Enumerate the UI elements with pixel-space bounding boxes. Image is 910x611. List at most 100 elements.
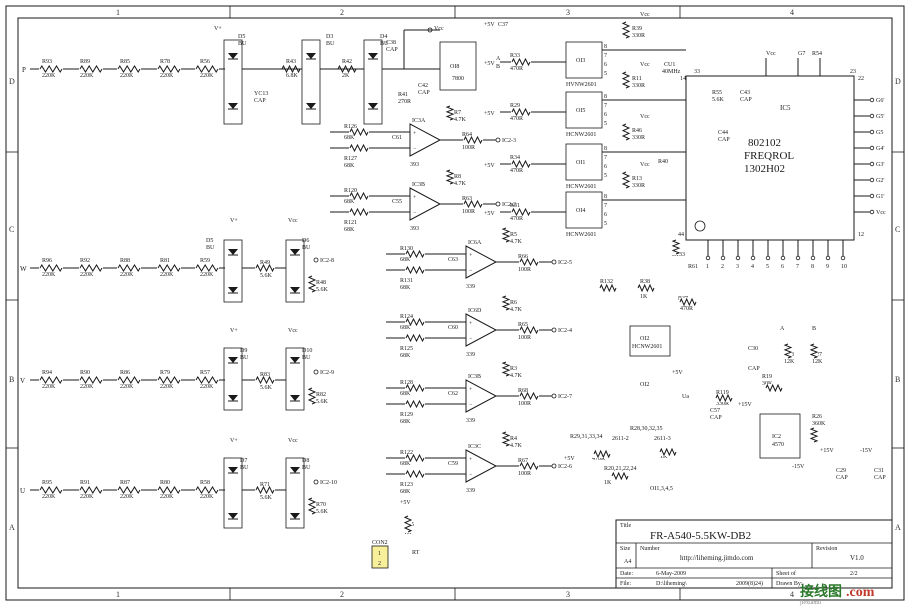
size-value: A4 xyxy=(624,559,631,565)
bridge-d8 xyxy=(285,457,305,529)
cap-c42: C42 xyxy=(418,83,428,89)
opto-pin: 6 xyxy=(604,62,607,68)
cap-c38: C38 xyxy=(386,40,396,46)
bridge-label: D10 xyxy=(302,348,312,354)
resistor-name: R4 xyxy=(510,436,517,442)
size-label: Size xyxy=(620,546,631,552)
opto-pin: 8 xyxy=(604,44,607,50)
resistor-r91: R91 xyxy=(80,480,90,486)
cap-name: C59 xyxy=(448,461,458,467)
ic5-pin-terminal xyxy=(735,255,741,261)
resistor-value: 68K xyxy=(400,419,411,425)
vcc-label: Vcc xyxy=(640,114,650,120)
resistor-r38: R38 xyxy=(640,279,650,285)
resistor-r87: R87 xyxy=(120,480,130,486)
resistor-zigzag xyxy=(671,239,681,255)
resistor-group-label: R28,30,32,35 xyxy=(630,426,663,432)
opamp-plus: + xyxy=(469,321,473,327)
ic5-bottom-pin-label: 6 xyxy=(781,264,784,270)
ic5-right-pin-label: G2' xyxy=(876,178,884,184)
zone-row-c-right: C xyxy=(895,225,900,234)
resistor-zigzag xyxy=(349,191,369,201)
opamp-minus: − xyxy=(469,402,473,408)
resistor-zigzag xyxy=(511,207,531,217)
zone-col-1-bottom: 1 xyxy=(116,590,120,599)
resistor-value: 220K xyxy=(200,272,214,278)
bridge-d10 xyxy=(285,347,305,411)
resistor-name: R70 xyxy=(316,502,326,508)
ic5-name: IC5 xyxy=(780,104,791,112)
misc-resistor-glyphs xyxy=(403,239,819,533)
resistor-value: 470R xyxy=(510,116,523,122)
vplus-label: V+ xyxy=(214,26,222,32)
resistor-name: R130 xyxy=(400,246,413,252)
resistor-value: 220K xyxy=(80,494,94,500)
resistor-value: 220K xyxy=(120,494,134,500)
resistor-zigzag xyxy=(349,127,369,137)
ic5-pin-terminal xyxy=(869,145,875,151)
resistor-value: 330R xyxy=(632,33,645,39)
diode-triangle xyxy=(290,287,300,293)
zone-col-1-top: 1 xyxy=(116,8,120,17)
input-ua: Ua xyxy=(682,394,689,400)
ic5-pin-terminal xyxy=(810,255,816,261)
resistor-zigzag xyxy=(501,361,511,377)
resistor-value: 5.6K xyxy=(316,399,329,405)
cap-yc13-name: YC13 xyxy=(254,91,268,97)
diode-triangle xyxy=(290,249,300,255)
date-label: Date: xyxy=(620,571,633,577)
opamp-plus: + xyxy=(413,131,417,137)
resistor-zigzag xyxy=(405,333,425,343)
output-terminal xyxy=(551,463,557,469)
ic5-block: IC5 802102 FREQROL 1302H02 CU1 40MHz R55… xyxy=(658,51,864,270)
ic5-right-pin-label: G6' xyxy=(876,98,884,104)
opamp-name: IC3C xyxy=(468,444,481,450)
ic5-line3: 1302H02 xyxy=(744,163,785,175)
ic5-right-pin-label: G3' xyxy=(876,162,884,168)
opto-pin: 7 xyxy=(604,53,607,59)
resistor-zigzag xyxy=(599,283,617,293)
resistor-name: R128 xyxy=(400,380,413,386)
resistor-zigzag xyxy=(463,199,483,209)
resistor-r55-value: 5.6K xyxy=(712,97,725,103)
resistor-value: 100R xyxy=(518,267,531,273)
bridge-type: BU xyxy=(240,355,249,361)
resistor-value: 220K xyxy=(160,73,174,79)
file-value: D:\liheming\ xyxy=(656,581,687,587)
date-value: 6-May-2009 xyxy=(656,571,686,577)
opamp-triangle xyxy=(465,245,498,279)
resistor-r79: R79 xyxy=(160,370,170,376)
output-terminal xyxy=(313,369,319,375)
resistor-zigzag xyxy=(405,399,425,409)
resistor-value: 220K xyxy=(160,494,174,500)
minus15v-label: -15V xyxy=(792,464,805,470)
resistor-value: 5.6K xyxy=(316,509,329,515)
opamp-part: 393 xyxy=(410,162,419,168)
plus5v-label: +5V xyxy=(484,61,495,67)
resistor-zigzag xyxy=(611,471,629,481)
output-net-label: IC2-8 xyxy=(320,258,334,264)
ic5-right-pin-label: G5' xyxy=(876,114,884,120)
ic5-pin-terminal xyxy=(780,255,786,261)
zone-row-b-left: B xyxy=(9,375,14,384)
opamp-plus: + xyxy=(469,457,473,463)
diode-triangle xyxy=(368,103,378,109)
resistor-name: R64 xyxy=(462,132,472,138)
ic5-pin-terminal xyxy=(825,255,831,261)
resistor-zigzag xyxy=(765,383,783,393)
output-terminal xyxy=(551,327,557,333)
resistor-zigzag xyxy=(39,486,63,494)
crystal-cu1: CU1 xyxy=(664,62,675,68)
opto-group-label: OI1,3,4,5 xyxy=(650,486,673,492)
resistor-value: 330R xyxy=(632,183,645,189)
opamp-name: IC3B xyxy=(412,182,425,188)
resistor-value: 68K xyxy=(400,285,411,291)
resistor-name: R83 xyxy=(260,372,270,378)
ic5-right-pin-label: G1' xyxy=(876,194,884,200)
plus5v-label: +5V xyxy=(400,500,411,506)
ic5-pin-terminal xyxy=(869,193,875,199)
resistor-r88: R88 xyxy=(120,258,130,264)
resistor-r42: R42 xyxy=(342,59,352,65)
resistor-zigzag xyxy=(117,264,141,272)
